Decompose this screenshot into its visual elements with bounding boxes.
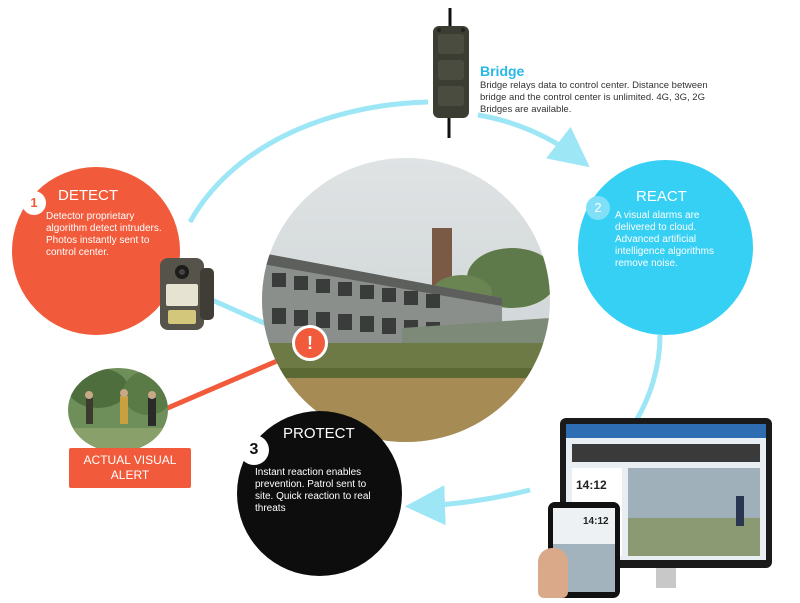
arc-bridge-to-react (477, 112, 590, 168)
bridge-device-icon (433, 8, 469, 138)
detect-description: Detector proprietary algorithm detect in… (46, 211, 162, 258)
arc-detect-to-bridge (187, 99, 429, 224)
monitor-clock: 14:12 (576, 478, 607, 492)
react-description: A visual alarms are delivered to cloud. … (615, 210, 714, 269)
react-title: REACT (636, 188, 687, 205)
detect-title: DETECT (58, 187, 118, 204)
monitor-header-bar (566, 424, 766, 438)
monitor-stand (656, 568, 676, 588)
protect-step-number: 3 (239, 435, 269, 465)
protect-title: PROTECT (283, 425, 355, 442)
factory-scene-image (262, 158, 550, 442)
monitor-camera-view (628, 468, 760, 556)
exclamation-icon: ! (292, 325, 328, 361)
bridge-title: Bridge (480, 63, 525, 79)
protect-step: 3 PROTECT Instant reaction enables preve… (237, 411, 402, 576)
react-step-number: 2 (586, 196, 610, 220)
react-step: 2 REACT A visual alarms are delivered to… (578, 160, 753, 335)
monitor-stats-bar (572, 444, 760, 462)
tablet-clock: 14:12 (583, 516, 609, 527)
alert-thumbnail-image (68, 368, 168, 452)
bridge-description: Bridge relays data to control center. Di… (480, 80, 708, 115)
detect-step-number: 1 (22, 191, 46, 215)
protect-description: Instant reaction enables prevention. Pat… (255, 467, 371, 514)
detect-step: 1 DETECT Detector proprietary algorithm … (12, 167, 180, 335)
hand-image (538, 548, 568, 598)
monitor-camera-person (736, 496, 744, 526)
arc-to-protect-arrow (405, 485, 531, 526)
detector-camera-icon (160, 258, 214, 330)
actual-visual-alert-label: ACTUAL VISUAL ALERT (69, 448, 191, 488)
alert-line (162, 349, 299, 413)
